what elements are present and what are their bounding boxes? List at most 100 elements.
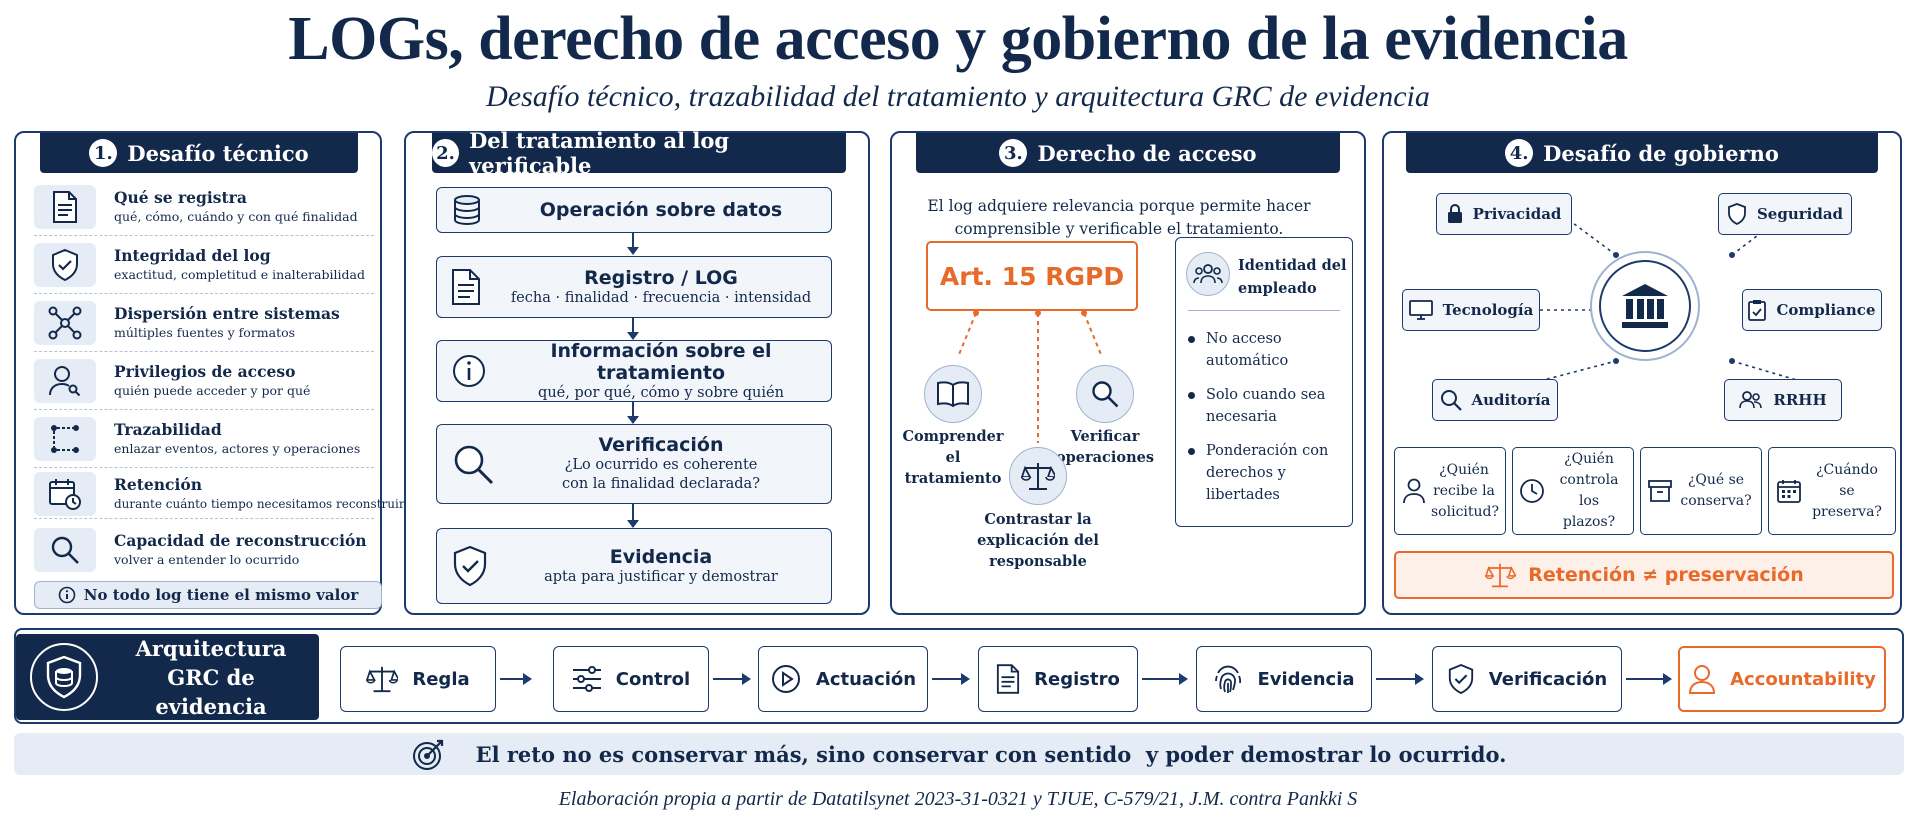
- step-label: Regla: [412, 668, 470, 690]
- item-desc: volver a entender lo ocurrido: [114, 551, 300, 567]
- panel-2-header: 2. Del tratamiento al log verificable: [432, 128, 846, 178]
- panel-3-title: Derecho de acceso: [1037, 140, 1257, 166]
- panel-governance: 4. Desafío de gobierno Privacidad Seguri…: [1382, 131, 1902, 615]
- sliders-icon: [572, 666, 602, 692]
- panel-log-flow: 2. Del tratamiento al log verificable Op…: [404, 128, 870, 615]
- panel-2-number: 2.: [432, 139, 460, 167]
- stakeholder-label: RRHH: [1773, 391, 1827, 409]
- question-text: ¿Cuándo se preserva?: [1812, 461, 1882, 520]
- flow-arrow: [627, 402, 639, 424]
- flow-arrow: [500, 673, 532, 685]
- flow-step-verification: Verificación¿Lo ocurrido es coherente co…: [436, 424, 832, 504]
- arch-step-record: Registro: [978, 646, 1138, 712]
- shield-check-icon: [451, 545, 489, 587]
- panel-3-header: 3. Derecho de acceso: [916, 133, 1340, 173]
- item-title: Qué se registra: [114, 188, 247, 207]
- info-icon: [451, 353, 487, 389]
- stakeholder-privacy: Privacidad: [1436, 193, 1572, 235]
- panel-1-number: 1.: [89, 139, 118, 167]
- flow-step-desc: apta para justificar y demostrar: [544, 568, 778, 585]
- fingerprint-icon: [1213, 663, 1243, 695]
- user-icon: [1403, 478, 1425, 504]
- stakeholder-compliance: Compliance: [1742, 289, 1882, 331]
- panel-3-number: 3.: [999, 139, 1028, 167]
- page-title: LOGs, derecho de acceso y gobierno de la…: [288, 5, 1628, 73]
- search-icon: [1090, 379, 1120, 409]
- flow-step-desc: qué, por qué, cómo y sobre quién: [538, 384, 784, 401]
- flow-arrow: [932, 673, 970, 685]
- page-subtitle: Desafío técnico, trazabilidad del tratam…: [486, 80, 1430, 113]
- archive-icon: [1648, 480, 1672, 502]
- flow-arrow: [627, 233, 639, 255]
- panel-2-title: Del tratamiento al log verificable: [469, 128, 730, 178]
- question-text: ¿Quién controla los plazos?: [1559, 451, 1619, 530]
- key-message-banner: El reto no es conservar más, sino conser…: [14, 733, 1904, 775]
- identity-title: Identidad del empleado: [1238, 257, 1347, 297]
- shield-icon: [1727, 203, 1747, 225]
- flow-arrow: [713, 673, 751, 685]
- stakeholder-label: Tecnología: [1442, 301, 1534, 319]
- stakeholder-hr: RRHH: [1724, 379, 1842, 421]
- question-box: ¿Qué se conserva?: [1640, 447, 1762, 535]
- note-text: No todo log tiene el mismo valor: [83, 586, 359, 604]
- step-label: Verificación: [1488, 668, 1608, 690]
- arch-step-accountability: Accountability: [1678, 646, 1886, 712]
- question-text: ¿Qué se conserva?: [1680, 472, 1752, 509]
- item-desc: enlazar eventos, actores y operaciones: [114, 441, 361, 456]
- architecture-title: Arquitectura GRC de evidencia: [135, 635, 287, 719]
- stakeholder-technology: Tecnología: [1402, 289, 1540, 331]
- calendar-clock-icon: [34, 471, 96, 516]
- stakeholder-security: Seguridad: [1718, 193, 1852, 235]
- step-label: Control: [615, 668, 691, 690]
- document-icon: [451, 269, 481, 305]
- architecture-header: Arquitectura GRC de evidencia: [16, 634, 319, 720]
- database-shield-icon: [30, 643, 98, 711]
- book-icon: [936, 380, 970, 408]
- item-title: Dispersión entre sistemas: [114, 304, 340, 323]
- item-title: Trazabilidad: [114, 420, 222, 439]
- panel-4-number: 4.: [1505, 139, 1534, 167]
- shield-check-icon: [34, 243, 96, 287]
- article-connectors: [957, 310, 1103, 443]
- search-icon: [451, 442, 495, 486]
- scales-icon: [1021, 460, 1055, 492]
- panel-4-title: Desafío de gobierno: [1543, 140, 1779, 166]
- employee-identity-box: Identidad del empleado No acceso automát…: [1175, 237, 1353, 527]
- arch-step-verification: Verificación: [1432, 646, 1622, 712]
- node-label: Verificar operaciones: [1055, 428, 1154, 466]
- panel-4-header: 4. Desafío de gobierno: [1406, 133, 1878, 173]
- item-title: Capacidad de reconstrucción: [114, 530, 367, 550]
- document-icon: [996, 664, 1020, 694]
- clock-icon: [1519, 478, 1545, 504]
- flow-arrow: [1142, 673, 1188, 685]
- question-text: ¿Quién recibe la solicitud?: [1431, 461, 1499, 520]
- banner-text: El reto no es conservar más, sino conser…: [475, 741, 1507, 767]
- scales-icon: [1484, 561, 1517, 589]
- shield-check-icon: [1447, 663, 1475, 695]
- stakeholder-label: Compliance: [1776, 301, 1876, 319]
- clipboard-check-icon: [1748, 299, 1767, 321]
- stakeholder-label: Seguridad: [1756, 205, 1844, 223]
- node-label: Comprender el tratamiento: [902, 428, 1004, 487]
- item-title: Retención: [114, 474, 202, 494]
- contrast-node: [1009, 447, 1067, 505]
- target-icon: [412, 737, 446, 771]
- retention-text: Retención ≠ preservación: [1528, 564, 1804, 586]
- arch-step-rule: Regla: [340, 646, 496, 712]
- panel-access-right: 3. Derecho de acceso El log adquiere rel…: [890, 131, 1366, 615]
- item-title: Integridad del log: [114, 246, 271, 265]
- arch-step-action: Actuación: [758, 646, 928, 712]
- step-label: Actuación: [815, 668, 917, 690]
- trace-icon: [34, 417, 96, 461]
- flow-arrow: [1626, 673, 1672, 685]
- calendar-icon: [1777, 479, 1801, 503]
- flow-step-title: Evidencia: [609, 545, 713, 568]
- step-label: Registro: [1034, 668, 1120, 690]
- item-desc: exactitud, completitud e inalterabilidad: [114, 267, 365, 282]
- people-icon: [1739, 391, 1763, 409]
